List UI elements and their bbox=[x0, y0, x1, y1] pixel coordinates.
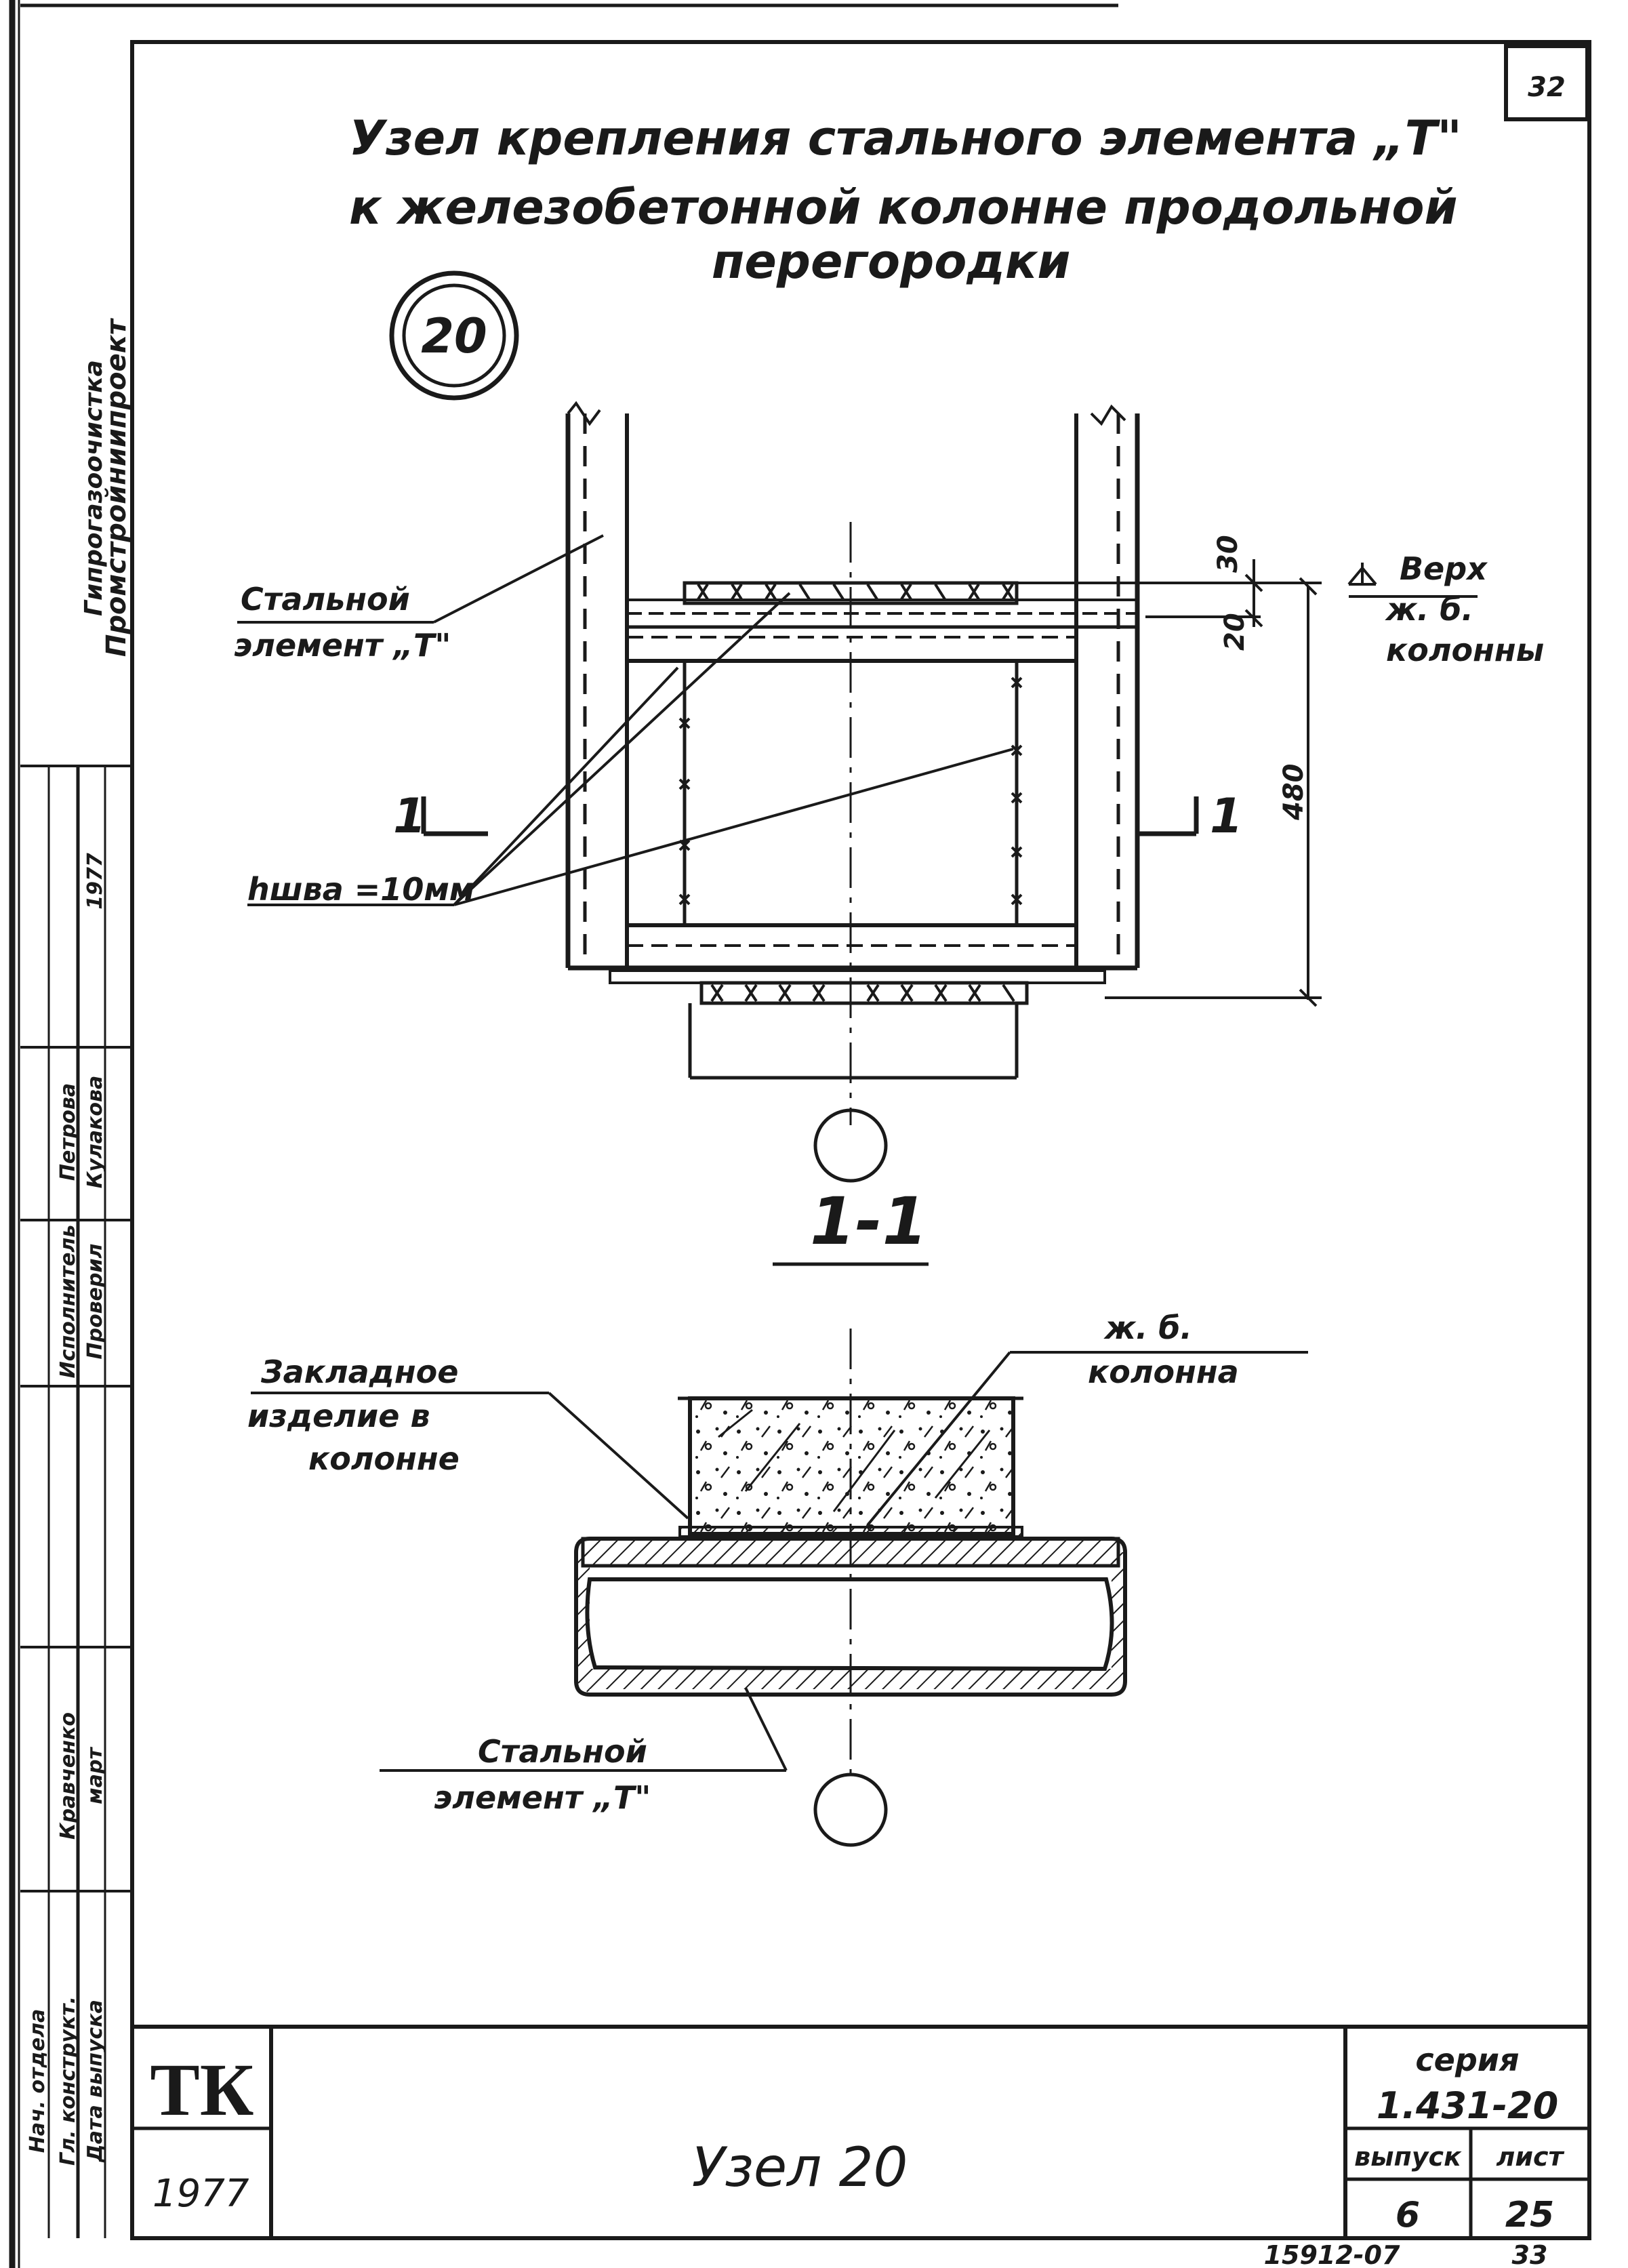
sheet-number: 32 bbox=[1528, 72, 1566, 103]
section-title-text: 1-1 bbox=[810, 1183, 927, 1259]
side-stamp bbox=[20, 765, 132, 2238]
section-view bbox=[251, 1329, 1308, 1847]
sheet-value: 25 bbox=[1505, 2195, 1554, 2235]
title-block-text: ТК 1977 Узел 20 серия 1.431-20 выпуск ли… bbox=[150, 2042, 1564, 2268]
label-steel-element-2: элемент „Т" bbox=[234, 627, 451, 664]
label-embedded-1: Закладное bbox=[260, 1354, 458, 1390]
node-number-mark: 20 bbox=[389, 270, 519, 401]
stamp-c2-1: Кравченко bbox=[56, 1712, 80, 1840]
label-top-1: Верх bbox=[1400, 550, 1488, 587]
sheet-frame bbox=[9, 0, 1591, 2268]
sheet-label: лист bbox=[1496, 2142, 1564, 2172]
stamp-c1-1: Гл. конструкт. bbox=[56, 1996, 80, 2166]
block-year: 1977 bbox=[152, 2172, 249, 2216]
stamp-c3-2: Проверил bbox=[83, 1243, 107, 1359]
title-line-3: перегородки bbox=[712, 234, 1070, 289]
issue-label: выпуск bbox=[1354, 2142, 1462, 2172]
weld-marks bbox=[678, 583, 1023, 1003]
plan-view bbox=[565, 401, 1140, 1183]
drawing-title: Узел крепления стального элемента „Т" к … bbox=[349, 110, 1462, 289]
section-title: 1-1 bbox=[773, 1183, 929, 1266]
page-number: 33 bbox=[1512, 2240, 1548, 2268]
label-column-1: ж. б. bbox=[1103, 1310, 1192, 1346]
stamp-c1-0: Нач. отдела bbox=[26, 2009, 49, 2153]
stamp-c2-2: март bbox=[83, 1747, 107, 1804]
label-column-2: колонна bbox=[1088, 1354, 1239, 1390]
series-value: 1.431-20 bbox=[1377, 2084, 1558, 2127]
section-marks bbox=[421, 796, 1199, 836]
series-label: серия bbox=[1415, 2042, 1519, 2078]
label-steel-t-2: элемент „Т" bbox=[434, 1779, 651, 1816]
title-line-1: Узел крепления стального элемента „Т" bbox=[349, 110, 1462, 166]
sheet-number-box: 32 bbox=[1504, 44, 1589, 121]
label-top-2: ж. б. bbox=[1385, 591, 1473, 628]
stamp-c4-1: Петрова bbox=[56, 1083, 80, 1181]
title-block bbox=[132, 2025, 1589, 2238]
archive-number: 15912-07 bbox=[1264, 2240, 1400, 2268]
stamp-c1-2: Дата выпуска bbox=[83, 2000, 107, 2163]
dim-20: 20 bbox=[1219, 613, 1250, 651]
stamp-org-2: Промстройниипроект bbox=[101, 317, 132, 657]
issue-value: 6 bbox=[1396, 2195, 1420, 2235]
node-name: Узел 20 bbox=[692, 2136, 908, 2199]
dim-480: 480 bbox=[1278, 764, 1309, 822]
plan-labels: Стальной элемент „Т" hшва =10мм Верх ж. … bbox=[234, 535, 1544, 908]
label-top-3: колонны bbox=[1386, 632, 1544, 668]
leader-lines bbox=[237, 534, 1014, 906]
label-steel-element-1: Стальной bbox=[241, 581, 410, 617]
dim-30: 30 bbox=[1213, 535, 1244, 573]
dimension-lines bbox=[1013, 559, 1478, 1007]
logo: ТК bbox=[150, 2048, 253, 2131]
side-stamp-text: Гипрогазоочистка 1977 Промстройниипроект… bbox=[26, 317, 132, 2166]
stamp-org-placeholder: 1977 bbox=[83, 853, 107, 910]
stamp-org-1: Гипрогазоочистка bbox=[80, 360, 108, 616]
section-mark-left: 1 bbox=[393, 788, 426, 844]
stamp-c3-1: Исполнитель bbox=[56, 1225, 80, 1379]
title-line-2: к железобетонной колонне продольной bbox=[349, 180, 1458, 235]
section-labels: ж. б. колонна Закладное изделие в колонн… bbox=[247, 1310, 1239, 1816]
section-mark-right: 1 bbox=[1210, 788, 1243, 844]
node-number: 20 bbox=[421, 308, 487, 364]
label-steel-t-1: Стальной bbox=[478, 1733, 647, 1770]
label-embedded-3: колонне bbox=[308, 1440, 460, 1477]
label-weld: hшва =10мм bbox=[247, 871, 475, 908]
stamp-c4-2: Кулакова bbox=[83, 1076, 107, 1189]
label-embedded-2: изделие в bbox=[247, 1398, 430, 1434]
